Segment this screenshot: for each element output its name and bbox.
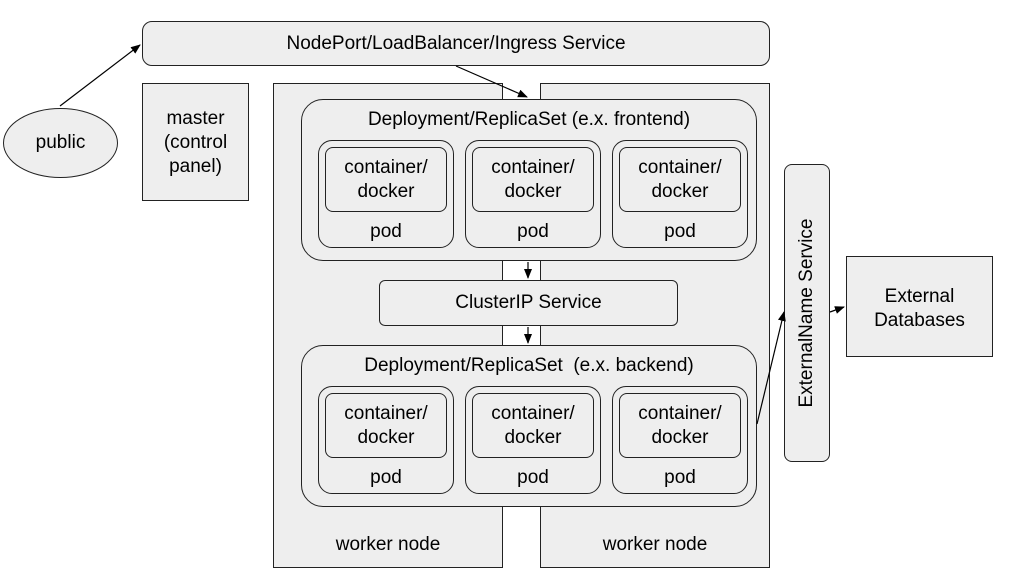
worker-node-label: worker node (335, 534, 441, 555)
container: container/ docker (325, 393, 447, 458)
master-label-line1: master (166, 108, 225, 129)
external-databases: External Databases (846, 256, 993, 357)
arrow-public-to-ingress (59, 44, 141, 107)
pod: container/ docker pod (318, 140, 454, 248)
pod: container/ docker pod (465, 386, 601, 494)
clusterip-service: ClusterIP Service (379, 280, 678, 326)
frontend-deployment-title: Deployment/ReplicaSet (e.x. frontend) (367, 109, 691, 130)
pod-label: pod (517, 467, 549, 488)
pod: container/ docker pod (612, 386, 748, 494)
external-databases-line2: Databases (874, 310, 965, 331)
container-label-line2: docker (504, 427, 562, 448)
pod-label: pod (370, 221, 402, 242)
container-label-line1: container/ (491, 157, 575, 178)
pod: container/ docker pod (465, 140, 601, 248)
worker-node-label: worker node (602, 534, 708, 555)
container-label-line1: container/ (638, 157, 722, 178)
container-label-line1: container/ (491, 403, 575, 424)
container: container/ docker (619, 393, 741, 458)
container-label-line1: container/ (344, 403, 428, 424)
arrow-externalname-to-databases (829, 306, 845, 314)
ingress-service: NodePort/LoadBalancer/Ingress Service (142, 21, 770, 66)
externalname-service: ExternalName Service (784, 164, 830, 462)
public-label: public (35, 132, 86, 153)
master-label-line3: panel) (169, 156, 222, 177)
container-label-line2: docker (651, 181, 709, 202)
master-label-line2: (control (163, 132, 228, 153)
container-label-line1: container/ (344, 157, 428, 178)
clusterip-service-label: ClusterIP Service (455, 292, 602, 313)
pod-label: pod (664, 467, 696, 488)
container: container/ docker (472, 393, 594, 458)
master-node: master (control panel) (142, 83, 249, 201)
pod-label: pod (517, 221, 549, 242)
pod-label: pod (664, 221, 696, 242)
container-label-line1: container/ (638, 403, 722, 424)
externalname-service-label: ExternalName Service (796, 218, 817, 408)
backend-deployment-title: Deployment/ReplicaSet (e.x. backend) (364, 355, 694, 376)
container: container/ docker (472, 147, 594, 212)
external-databases-line1: External (884, 286, 955, 307)
container-label-line2: docker (504, 181, 562, 202)
container-label-line2: docker (357, 427, 415, 448)
pod: container/ docker pod (612, 140, 748, 248)
container: container/ docker (619, 147, 741, 212)
container-label-line2: docker (357, 181, 415, 202)
public-client: public (3, 108, 118, 178)
pod-label: pod (370, 467, 402, 488)
container: container/ docker (325, 147, 447, 212)
pod: container/ docker pod (318, 386, 454, 494)
ingress-service-label: NodePort/LoadBalancer/Ingress Service (286, 32, 626, 54)
container-label-line2: docker (651, 427, 709, 448)
